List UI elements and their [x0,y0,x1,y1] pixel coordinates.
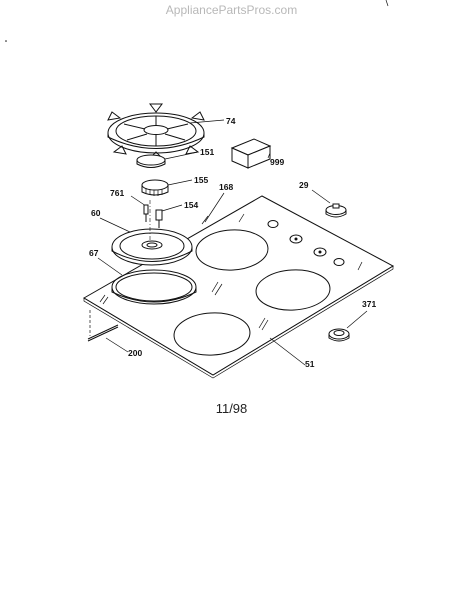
knob-hole [333,258,345,266]
callout-154: 154 [184,200,198,210]
callout-155: 155 [194,175,208,185]
burner-grate [107,103,225,159]
knob-hole [313,247,327,257]
burner-cap [136,151,199,168]
burner-head [141,179,193,196]
control-knob [311,189,347,218]
callout-761: 761 [110,188,124,198]
knob-hole [267,220,279,228]
date-code: 11/98 [215,401,248,416]
knob-bezel [328,310,368,342]
knob-hole [289,234,303,244]
element-ring-back-left [195,229,269,271]
orifice [155,204,183,228]
electrode [130,195,149,222]
mounting-clip [87,310,129,353]
callout-67: 67 [89,248,99,258]
callout-74: 74 [226,116,236,126]
callout-371: 371 [362,299,376,309]
callout-29: 29 [299,180,309,190]
igniter-module [230,138,272,169]
leader-168 [204,192,225,223]
stray-mark [385,0,389,7]
element-ring-front [173,312,251,356]
cooktop-glass [83,195,395,379]
burner-base [99,217,193,266]
seal-ring [97,257,197,305]
callout-151: 151 [200,147,214,157]
callout-60: 60 [91,208,101,218]
leader-51 [269,337,306,366]
watermark: AppliancePartsPros.com [165,3,298,17]
stray-dot [5,40,7,42]
element-ring-back-right [255,269,331,311]
callout-999: 999 [270,157,284,167]
callout-51: 51 [305,359,315,369]
callout-168: 168 [219,182,233,192]
callout-200: 200 [128,348,142,358]
